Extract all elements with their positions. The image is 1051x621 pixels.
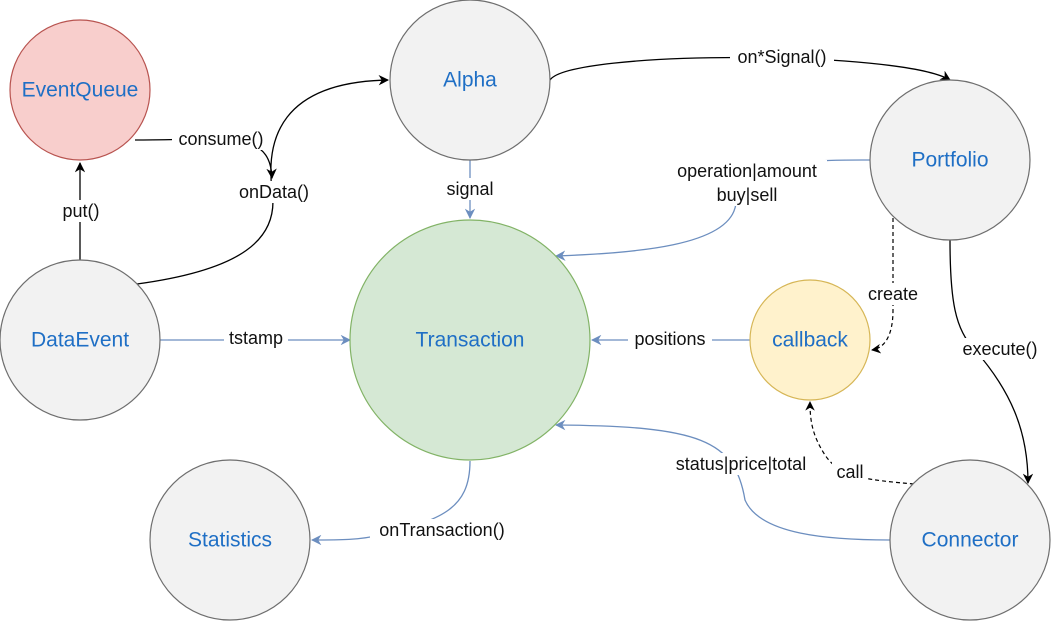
operation-label-line2: buy|sell: [717, 185, 778, 205]
put-label: put(): [62, 201, 99, 221]
create-label: create: [868, 284, 918, 304]
edge-call: [805, 401, 915, 485]
node-transaction[interactable]: Transaction: [349, 219, 591, 461]
node-eventqueue[interactable]: EventQueue: [9, 19, 151, 161]
portfolio-label: Portfolio: [911, 149, 988, 172]
node-portfolio[interactable]: Portfolio: [869, 79, 1031, 241]
edge-status: [554, 419, 891, 541]
signal-label: signal: [446, 179, 493, 199]
node-connector[interactable]: Connector: [889, 459, 1051, 621]
execute-label: execute(): [962, 339, 1037, 359]
ondata-label: onData(): [239, 182, 309, 202]
call-label: call: [836, 462, 863, 482]
edge-create: [871, 218, 894, 354]
operation-label-line1: operation|amount: [677, 161, 817, 181]
connector-label: Connector: [922, 529, 1019, 552]
onsignal-label: on*Signal(): [737, 47, 826, 67]
node-statistics[interactable]: Statistics: [149, 459, 311, 621]
transaction-label: Transaction: [416, 329, 525, 352]
tstamp-label: tstamp: [229, 328, 283, 348]
eventqueue-label: EventQueue: [22, 79, 139, 102]
edge-execute: [949, 239, 1034, 485]
positions-label: positions: [634, 329, 705, 349]
consume-label: consume(): [178, 129, 263, 149]
node-alpha[interactable]: Alpha: [389, 0, 551, 161]
node-callback[interactable]: callback: [749, 279, 871, 401]
alpha-label: Alpha: [443, 69, 497, 92]
node-dataevent[interactable]: DataEvent: [0, 259, 161, 421]
ontransaction-label: onTransaction(): [379, 520, 504, 540]
dataevent-label: DataEvent: [31, 329, 129, 352]
statistics-label: Statistics: [188, 529, 272, 552]
status-label: status|price|total: [676, 454, 806, 474]
callback-label: callback: [772, 329, 848, 352]
